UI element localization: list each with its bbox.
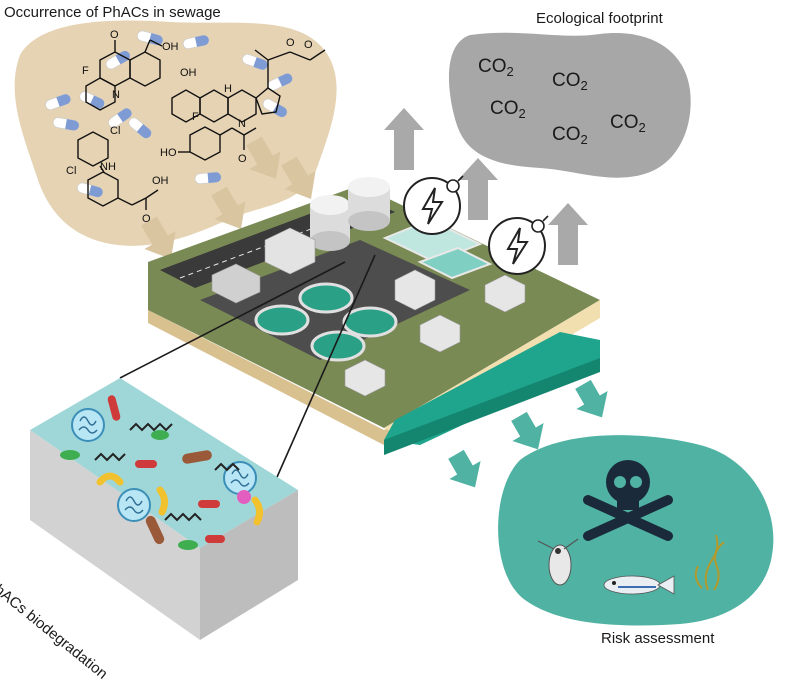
lightning-icon xyxy=(488,217,546,275)
atom-nh: NH xyxy=(100,161,116,173)
co2-label-2: CO2 xyxy=(552,70,588,93)
chemical-structures xyxy=(77,39,326,210)
atom-h: H xyxy=(224,83,232,95)
outlet-water-edge xyxy=(384,358,600,455)
energy-icons xyxy=(403,175,549,275)
clarifiers xyxy=(254,282,398,362)
atom-f: F xyxy=(82,65,89,77)
co2-label-5: CO2 xyxy=(552,124,588,147)
atom-n-2: N xyxy=(238,118,246,130)
sewage-region: O OH F N OH H F O O HO N O Cl Cl NH OH O xyxy=(14,20,337,246)
atom-o-3: O xyxy=(286,37,295,49)
biofilm-side-left xyxy=(30,430,200,640)
atom-f-2: F xyxy=(192,111,199,123)
atom-ho: HO xyxy=(160,147,177,159)
footprint-blob xyxy=(448,32,691,178)
atom-o-5: O xyxy=(142,213,151,225)
occurrence-title: Occurrence of PhACs in sewage xyxy=(4,4,221,21)
fish-icon xyxy=(603,575,675,595)
algae-icon xyxy=(694,534,725,591)
atom-n: N xyxy=(112,89,120,101)
outlet-water xyxy=(384,332,600,445)
biofilm-side-right xyxy=(200,490,298,640)
risk-title: Risk assessment xyxy=(601,630,715,647)
chemical-atom-labels: O OH F N OH H F O O HO N O Cl Cl NH OH O xyxy=(66,29,313,225)
risk-region xyxy=(498,435,774,626)
atom-oh: OH xyxy=(162,41,179,53)
atom-o-2: O xyxy=(304,39,313,51)
footprint-region: CO2 CO2 CO2 CO2 CO2 xyxy=(448,32,691,178)
diagram-svg: O OH F N OH H F O O HO N O Cl Cl NH OH O… xyxy=(14,20,774,640)
footprint-title: Ecological footprint xyxy=(536,10,663,27)
diagram-canvas: O OH F N OH H F O O HO N O Cl Cl NH OH O… xyxy=(0,4,774,683)
atom-cl-2: Cl xyxy=(66,165,76,177)
atom-o-4: O xyxy=(238,153,247,165)
atom-o: O xyxy=(110,29,119,41)
plug-icon xyxy=(446,175,464,193)
biodegradation-panel xyxy=(30,378,298,640)
skull-crossbones-icon xyxy=(583,460,673,541)
buildings xyxy=(211,227,526,397)
co2-label-3: CO2 xyxy=(490,98,526,121)
atom-oh-3: OH xyxy=(152,175,169,187)
lightning-icon xyxy=(403,177,461,235)
daphnia-icon xyxy=(537,538,579,586)
zoom-lines xyxy=(119,254,376,494)
co2-label-1: CO2 xyxy=(478,56,514,79)
storage-tanks xyxy=(310,177,390,251)
atom-cl: Cl xyxy=(110,125,120,137)
plug-icon xyxy=(531,215,549,233)
treatment-plant xyxy=(148,177,600,455)
co2-label-4: CO2 xyxy=(610,112,646,135)
atom-oh-2: OH xyxy=(180,67,197,79)
bacteria-icon xyxy=(60,395,264,550)
